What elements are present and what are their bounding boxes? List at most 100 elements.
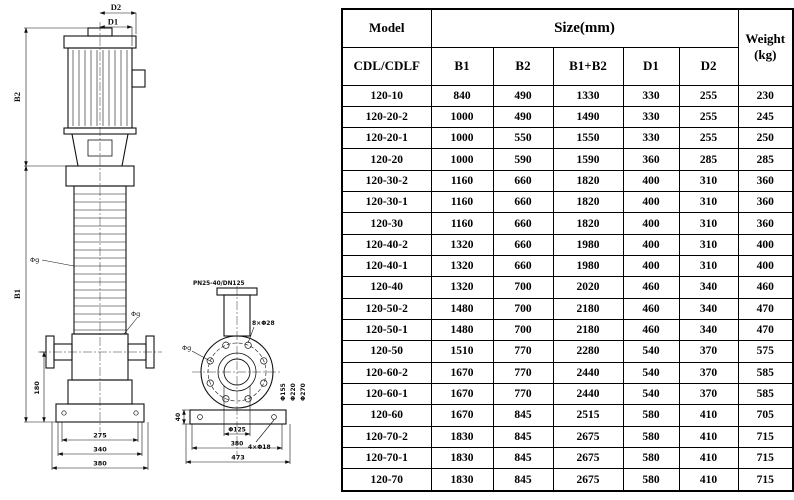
base-hole-right: [133, 410, 139, 416]
phi-callout-c: Φg: [182, 344, 191, 352]
cell-d1: 540: [622, 340, 680, 363]
cell-b1: 1160: [430, 191, 494, 214]
cell-d1: 580: [622, 404, 680, 427]
cell-d2: 310: [678, 254, 739, 278]
table-row: 120-10 840 490 1330 330 255 230: [341, 84, 794, 107]
suction-pipe: [53, 343, 73, 361]
table-body: 120-10 840 490 1330 330 255 230 120-20-2…: [341, 84, 794, 492]
cell-b2: 700: [492, 318, 554, 342]
cell-b1: 1160: [430, 169, 494, 193]
header-weight-line2: (kg): [754, 47, 777, 63]
bore-circle: [223, 358, 251, 386]
table-row: 120-40 1320 700 2020 460 340 460: [341, 276, 794, 299]
cell-model: 120-50-1: [341, 318, 432, 342]
phi-leaders: [41, 259, 138, 335]
cell-b1b2: 2675: [552, 446, 624, 470]
cell-d1: 460: [622, 318, 680, 342]
discharge-pipe: [127, 343, 147, 361]
cell-weight: 470: [737, 297, 794, 320]
cell-model: 120-20: [341, 148, 432, 171]
header-d2: D2: [678, 46, 739, 86]
cell-model: 120-70: [341, 468, 432, 492]
cell-b1: 1160: [430, 212, 494, 235]
cell-d1: 400: [622, 212, 680, 235]
cell-d1: 330: [622, 84, 680, 107]
side-base-hole-right: [271, 414, 277, 420]
cell-d2: 255: [678, 105, 739, 129]
cell-d2: 410: [678, 468, 739, 492]
cell-d1: 400: [622, 233, 680, 257]
dim-b2-label: B2: [12, 92, 22, 102]
cell-b1: 1830: [430, 446, 494, 470]
bolt-circle: [207, 342, 267, 402]
cell-b1b2: 2515: [552, 404, 624, 427]
cell-weight: 470: [737, 318, 794, 342]
cell-b1b2: 2020: [552, 276, 624, 299]
header-b2: B2: [492, 46, 554, 86]
cell-weight: 400: [737, 254, 794, 278]
header-d1: D1: [622, 46, 680, 86]
motor-fins: [72, 50, 128, 126]
cell-d2: 310: [678, 191, 739, 214]
phi-callout-b: Φg: [131, 310, 140, 318]
table-row: 120-50 1510 770 2280 540 370 575: [341, 340, 794, 363]
cell-d1: 360: [622, 148, 680, 171]
table-row: 120-50-2 1480 700 2180 460 340 470: [341, 297, 794, 320]
cell-b2: 845: [492, 404, 554, 427]
table-row: 120-70-1 1830 845 2675 580 410 715: [341, 446, 794, 470]
cell-b2: 700: [492, 276, 554, 299]
stage-ribs: [74, 193, 126, 331]
cell-weight: 715: [737, 446, 794, 470]
table-row: 120-70 1830 845 2675 580 410 715: [341, 468, 794, 492]
dim-380b-label: 380: [231, 441, 244, 448]
cell-d2: 340: [678, 297, 739, 320]
cell-d1: 400: [622, 191, 680, 214]
dim-340-label: 340: [93, 446, 107, 454]
cell-b1b2: 1550: [552, 127, 624, 150]
cell-weight: 585: [737, 382, 794, 406]
pump-column-front-view: [45, 165, 155, 423]
cell-b1b2: 2440: [552, 382, 624, 406]
cell-b1: 1670: [430, 361, 494, 384]
cell-b1: 1320: [430, 233, 494, 257]
flange-bottom-dimensions: [182, 386, 291, 464]
cell-d2: 340: [678, 276, 739, 299]
cell-b2: 660: [492, 169, 554, 193]
bolt-holes: [206, 341, 268, 403]
cell-b1b2: 2675: [552, 425, 624, 448]
cell-weight: 245: [737, 105, 794, 129]
cell-d2: 340: [678, 318, 739, 342]
header-weight: Weight (kg): [737, 8, 794, 86]
cell-b2: 770: [492, 382, 554, 406]
cell-b2: 770: [492, 340, 554, 363]
cell-b1: 1000: [430, 105, 494, 129]
cell-model: 120-50-2: [341, 297, 432, 320]
cell-model: 120-70-1: [341, 446, 432, 470]
header-model: Model: [341, 8, 432, 48]
cell-b1b2: 1330: [552, 84, 624, 107]
dimension-table-area: Model Size(mm) Weight (kg) CDL/CDLF B1 B…: [341, 8, 794, 492]
table-row: 120-20 1000 590 1590 360 285 285: [341, 148, 794, 171]
dim-b1-label: B1: [12, 289, 22, 299]
cell-b2: 660: [492, 191, 554, 214]
dim-380-label: 380: [93, 460, 107, 468]
cell-weight: 705: [737, 404, 794, 427]
header-weight-line1: Weight: [745, 31, 786, 46]
cell-d2: 370: [678, 361, 739, 384]
cell-weight: 715: [737, 468, 794, 492]
cell-weight: 460: [737, 276, 794, 299]
dim-d1-label: D1: [108, 17, 118, 27]
table-row: 120-70-2 1830 845 2675 580 410 715: [341, 425, 794, 448]
cell-weight: 360: [737, 191, 794, 214]
cell-b1: 1320: [430, 254, 494, 278]
header-b1: B1: [430, 46, 494, 86]
dim-473-label: 473: [231, 454, 245, 462]
cell-d1: 400: [622, 169, 680, 193]
cell-b1: 1320: [430, 276, 494, 299]
cell-b1b2: 2280: [552, 340, 624, 363]
dim-f220-label: Φ220: [290, 383, 297, 401]
cell-d1: 580: [622, 446, 680, 470]
cell-model: 120-70-2: [341, 425, 432, 448]
motor-front-view: [63, 27, 146, 167]
cell-d2: 370: [678, 340, 739, 363]
